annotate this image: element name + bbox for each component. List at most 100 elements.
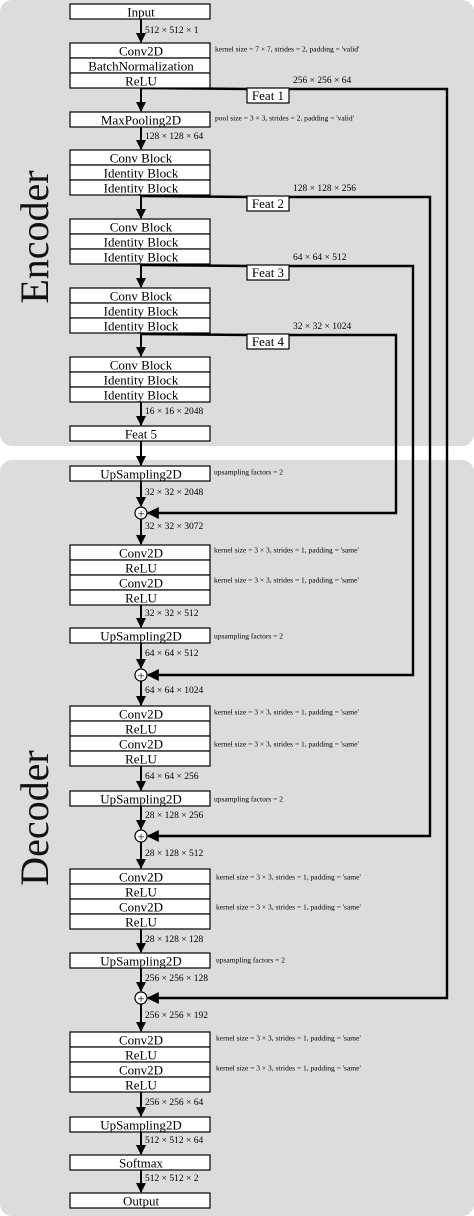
block-dec4-label-2: ReLU (125, 1048, 157, 1063)
block-dec4-row-4 (69, 1076, 211, 1093)
dimension-label-17: 512 × 512 × 2 (145, 1174, 199, 1184)
config-note-9: upsampling factors = 2 (214, 795, 283, 804)
block-up1-label-1: UpSampling2D (100, 467, 182, 482)
config-note-12: upsampling factors = 2 (216, 956, 285, 965)
block-up2-row-1 (69, 627, 211, 644)
add-node-2 (134, 668, 148, 682)
block-dec4-label-3: Conv2D (119, 1063, 163, 1078)
block-dec1-row-4 (69, 589, 211, 606)
skip-connection-2 (140, 194, 432, 842)
block-maxpool-row-1 (69, 111, 211, 128)
dimension-label-10: 28 × 128 × 256 (145, 811, 203, 821)
blocks: InputConv2DBatchNormalizationReLUMaxPool… (69, 3, 290, 1209)
skip-connection-3 (140, 263, 415, 681)
block-feat5-label-1: Feat 5 (125, 427, 157, 442)
block-dec3-row-4 (69, 913, 211, 930)
dimension-label-16: 512 × 512 × 64 (145, 1136, 203, 1146)
block-dec4-label-4: ReLU (125, 1078, 157, 1093)
config-note-4: kernel size = 3 × 3, strides = 1, paddin… (214, 546, 359, 555)
block-stage1-label-3: Identity Block (104, 181, 179, 196)
dimension-label-8: 64 × 64 × 1024 (145, 686, 203, 696)
block-stage4-label-3: Identity Block (104, 388, 179, 403)
block-input-row-1 (69, 3, 211, 20)
block-up3-label-1: UpSampling2D (100, 792, 182, 807)
dimension-label-3: 16 × 16 × 2048 (145, 407, 203, 417)
config-note-10: kernel size = 3 × 3, strides = 1, paddin… (216, 873, 361, 882)
block-input-label-1: Input (127, 5, 155, 20)
block-stage3-label-1: Conv Block (110, 289, 173, 304)
add-node-3 (134, 829, 148, 843)
dimension-label-4: 32 × 32 × 2048 (145, 488, 203, 498)
config-note-13: kernel size = 3 × 3, strides = 1, paddin… (216, 1034, 361, 1043)
add-node-4 (134, 991, 148, 1005)
feat-label-4: Feat 4 (252, 334, 285, 349)
feat-dim-1: 256 × 256 × 64 (293, 76, 351, 86)
dimension-label-15: 256 × 256 × 64 (145, 1098, 203, 1108)
block-feat5-row-1 (69, 425, 211, 442)
block-stage2-label-1: Conv Block (110, 220, 173, 235)
dimension-label-1: 512 × 512 × 1 (145, 26, 199, 36)
feat-box-3 (246, 264, 290, 281)
block-stage2-label-3: Identity Block (104, 250, 179, 265)
block-dec2-label-2: ReLU (125, 722, 157, 737)
feat-box-4 (246, 333, 290, 350)
config-note-8: kernel size = 3 × 3, strides = 1, paddin… (214, 740, 359, 749)
block-output-row-1 (69, 1192, 211, 1209)
block-dec3-label-3: Conv2D (119, 900, 163, 915)
block-stage3-label-2: Identity Block (104, 304, 179, 319)
config-note-11: kernel size = 3 × 3, strides = 1, paddin… (216, 903, 361, 912)
add-node-1 (134, 506, 148, 520)
block-stage3-row-3 (69, 317, 211, 334)
config-note-6: upsampling factors = 2 (214, 632, 283, 641)
block-dec1-label-2: ReLU (125, 561, 157, 576)
block-conv-stem-label-1: Conv2D (119, 44, 163, 59)
block-up5-label-1: UpSampling2D (100, 1118, 182, 1133)
block-dec3-label-1: Conv2D (119, 870, 163, 885)
block-up4-label-1: UpSampling2D (100, 954, 182, 969)
dimension-label-2: 128 × 128 × 64 (145, 132, 203, 142)
block-stage3-label-3: Identity Block (104, 319, 179, 334)
block-up3-row-1 (69, 790, 211, 807)
dimension-label-7: 64 × 64 × 512 (145, 649, 199, 659)
block-up5-row-1 (69, 1116, 211, 1133)
add-symbol-3: + (137, 829, 144, 844)
config-note-1: kernel size = 7 × 7, strides = 2, paddin… (215, 45, 360, 54)
block-conv-stem-label-2: BatchNormalization (88, 59, 194, 74)
block-conv-stem-row-3 (69, 72, 211, 89)
block-up1-row-1 (69, 465, 211, 482)
feat-label-2: Feat 2 (252, 196, 284, 211)
block-dec4-label-1: Conv2D (119, 1033, 163, 1048)
block-conv-stem-label-3: ReLU (125, 74, 157, 89)
block-up2-label-1: UpSampling2D (100, 629, 182, 644)
add-symbol-4: + (137, 991, 144, 1006)
block-stage1-label-1: Conv Block (110, 151, 173, 166)
block-stage4-row-3 (69, 386, 211, 403)
dimension-label-12: 28 × 128 × 128 (145, 935, 203, 945)
skip-connection-1 (140, 86, 449, 1004)
block-maxpool-label-1: MaxPooling2D (101, 113, 181, 128)
config-note-14: kernel size = 3 × 3, strides = 1, paddin… (216, 1064, 361, 1073)
config-note-2: pool size = 3 × 3, strides = 2, padding … (215, 114, 355, 123)
block-dec1-label-3: Conv2D (119, 576, 163, 591)
config-note-5: kernel size = 3 × 3, strides = 1, paddin… (214, 576, 359, 585)
dimension-label-13: 256 × 256 × 128 (145, 974, 208, 984)
block-dec3-label-4: ReLU (125, 915, 157, 930)
feat-label-1: Feat 1 (252, 88, 284, 103)
block-stage4-label-1: Conv Block (110, 358, 173, 373)
add-symbol-2: + (137, 668, 144, 683)
block-dec2-label-1: Conv2D (119, 707, 163, 722)
block-output-label-1: Output (123, 1194, 160, 1209)
block-softmax-label-1: Softmax (119, 1156, 164, 1171)
dimension-label-14: 256 × 256 × 192 (145, 1011, 208, 1021)
skip-connection-4 (140, 332, 398, 519)
feat-label-3: Feat 3 (252, 265, 284, 280)
block-up4-row-1 (69, 952, 211, 969)
feat-dim-3: 64 × 64 × 512 (293, 253, 347, 263)
dimension-label-5: 32 × 32 × 3072 (145, 522, 203, 532)
dimension-label-11: 28 × 128 × 512 (145, 849, 203, 859)
feat-box-1 (246, 87, 290, 104)
block-dec2-row-4 (69, 750, 211, 767)
block-dec1-label-1: Conv2D (119, 546, 163, 561)
block-stage2-row-3 (69, 248, 211, 265)
